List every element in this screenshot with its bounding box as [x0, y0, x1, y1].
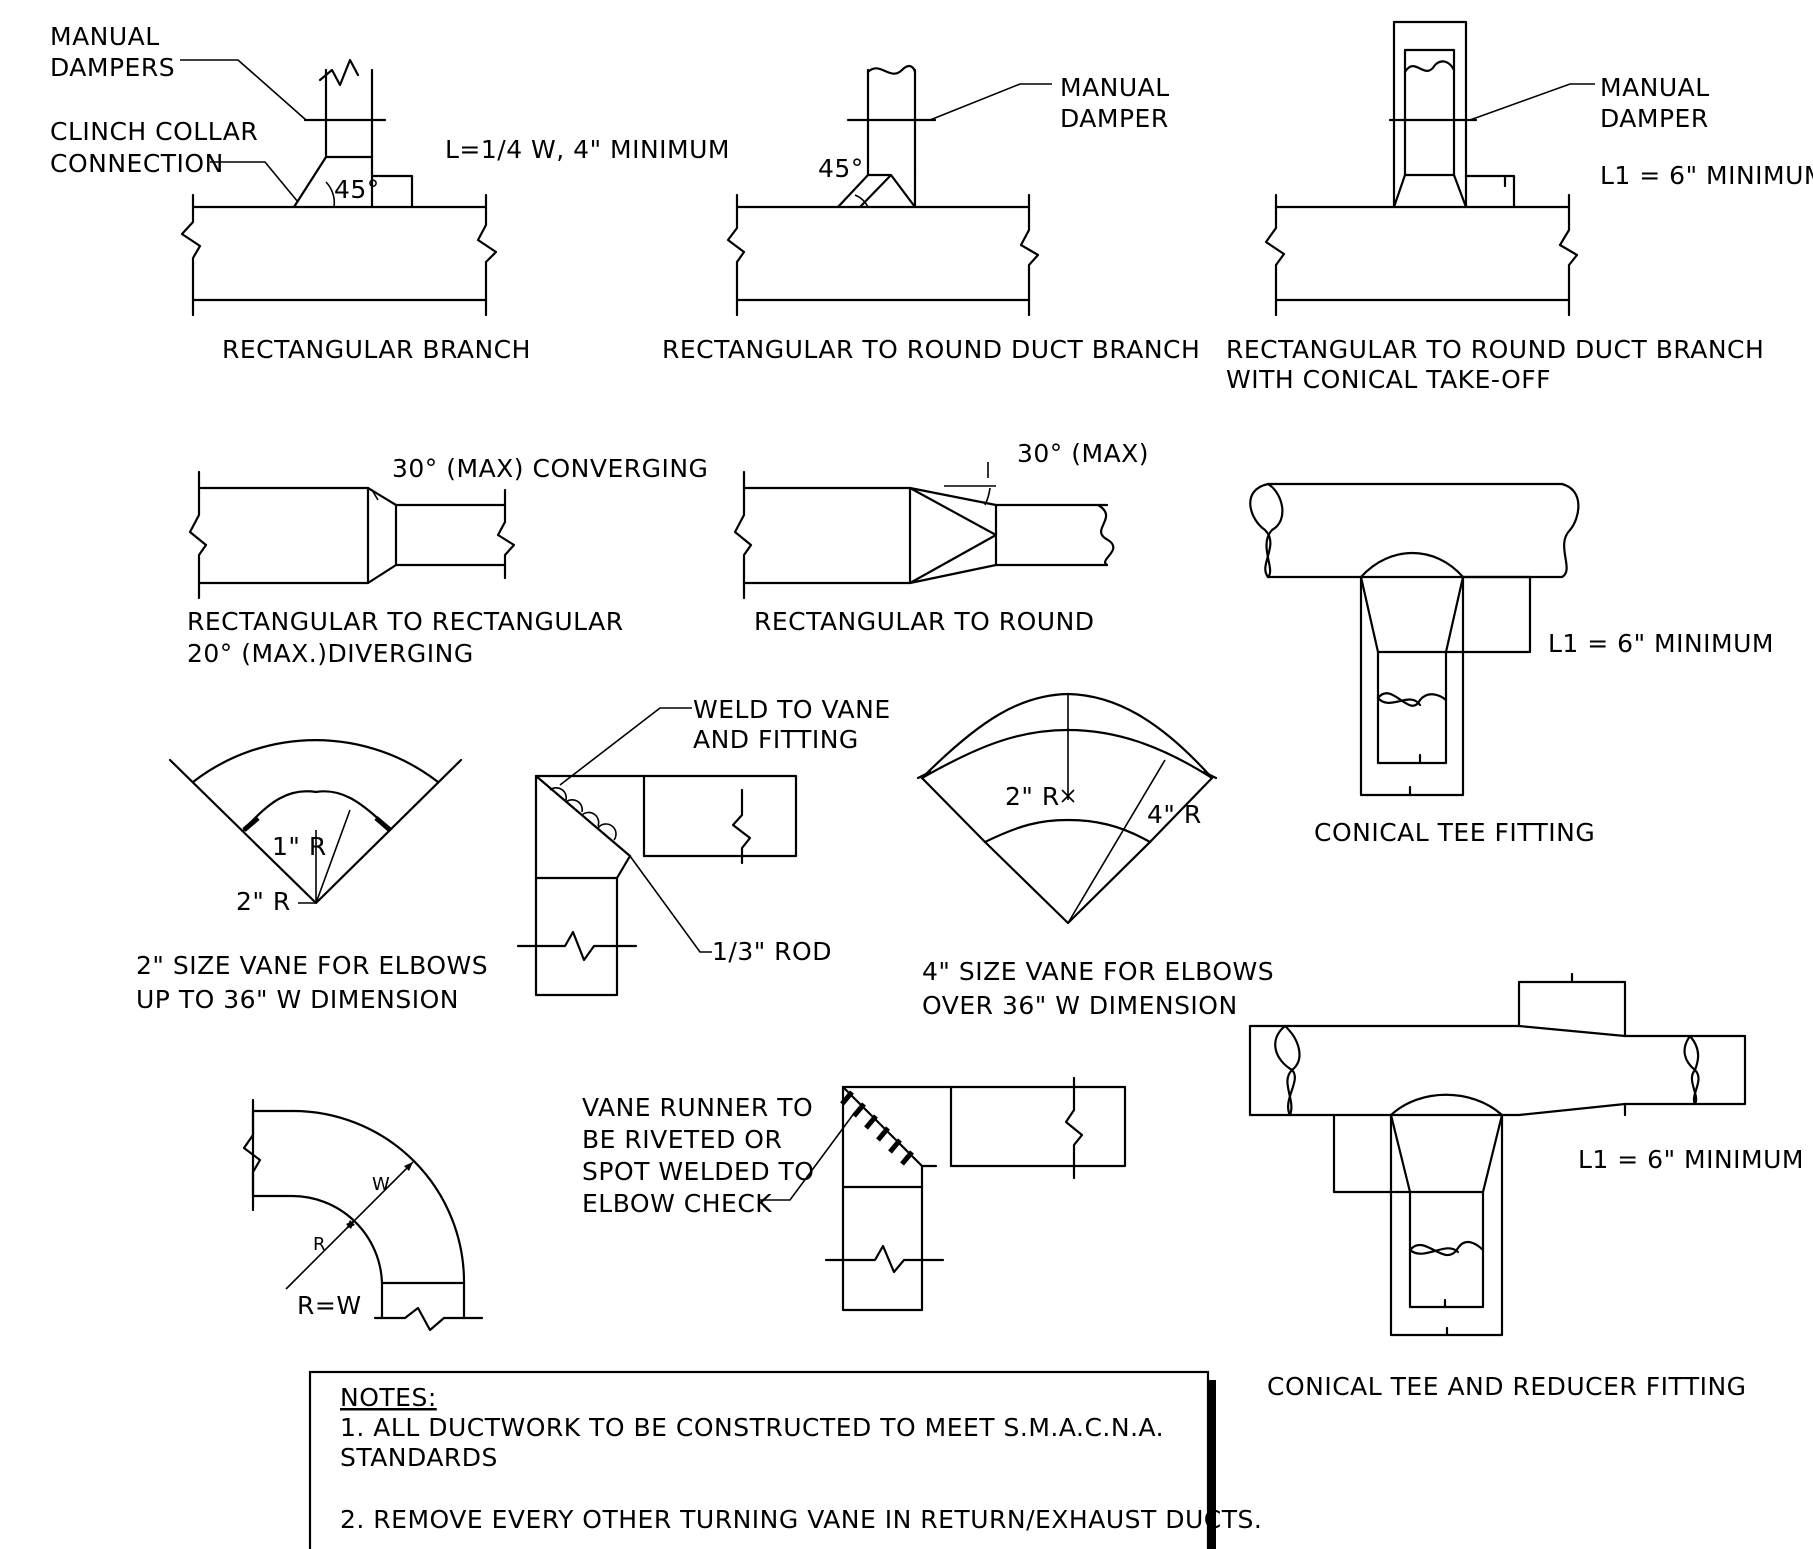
detail-title-conical-tee-reducer: CONICAL TEE AND REDUCER FITTING — [1267, 1372, 1747, 1401]
detail-title-conical-tee: CONICAL TEE FITTING — [1314, 818, 1595, 847]
rod-size-label: 1/3" ROD — [712, 937, 832, 966]
detail-title-conical-takeoff-line2: WITH CONICAL TAKE-OFF — [1226, 365, 1551, 394]
note-1-line1: 1. ALL DUCTWORK TO BE CONSTRUCTED TO MEE… — [340, 1413, 1164, 1442]
converging-angle-note: 30° (MAX) CONVERGING — [392, 454, 708, 483]
note-2: 2. REMOVE EVERY OTHER TURNING VANE IN RE… — [340, 1505, 1262, 1534]
note-1-line2: STANDARDS — [340, 1443, 498, 1472]
runner-callout-line2: BE RIVETED OR — [582, 1125, 782, 1154]
detail-title-4in-vane-line2: OVER 36" W DIMENSION — [922, 991, 1238, 1020]
takeoff-dimension-note: L1 = 6" MINIMUM — [1600, 161, 1813, 190]
clinch-collar-callout-line1: CLINCH COLLAR — [50, 117, 258, 146]
manual-dampers-callout-line2: DAMPERS — [50, 53, 175, 82]
runner-callout-line4: ELBOW CHECK — [582, 1189, 772, 1218]
branch-angle-label: 45° — [818, 154, 864, 183]
manual-damper-callout-line2: DAMPER — [1600, 104, 1709, 133]
outer-radius-label: 2" R — [236, 887, 291, 916]
max-angle-note: 30° (MAX) — [1017, 439, 1149, 468]
detail-4in-vane: 2" R 4" R 4" SIZE VANE FOR ELBOWS OVER 3… — [916, 692, 1274, 1020]
detail-conical-tee: L1 = 6" MINIMUM CONICAL TEE FITTING — [1249, 482, 1774, 847]
inner-radius-label: 1" R — [272, 832, 327, 861]
radius-equals-width-label: R=W — [297, 1291, 362, 1320]
detail-rectangular-branch: MANUAL DAMPERS CLINCH COLLAR CONNECTION … — [50, 22, 730, 364]
detail-runner-elbow: VANE RUNNER TO BE RIVETED OR SPOT WELDED… — [582, 1076, 1127, 1312]
notes-heading: NOTES: — [340, 1383, 437, 1412]
detail-2in-vane: 1" R 2" R 2" SIZE VANE FOR ELBOWS UP TO … — [136, 739, 488, 1014]
runner-callout-line1: VANE RUNNER TO — [582, 1093, 813, 1122]
detail-title-rectangular-branch: RECTANGULAR BRANCH — [222, 335, 531, 364]
clinch-collar-callout-line2: CONNECTION — [50, 149, 224, 178]
weld-callout-line1: WELD TO VANE — [693, 695, 891, 724]
manual-dampers-callout-line1: MANUAL — [50, 22, 160, 51]
detail-conical-takeoff: MANUAL DAMPER L1 = 6" MINIMUM RECTANGULA… — [1226, 20, 1813, 394]
manual-damper-callout-line2: DAMPER — [1060, 104, 1169, 133]
detail-title-rect-to-rect-line2: 20° (MAX.)DIVERGING — [187, 639, 474, 668]
outer-radius-label: 4" R — [1147, 800, 1202, 829]
width-label-w: W — [372, 1174, 390, 1195]
runner-callout-line3: SPOT WELDED TO — [582, 1157, 814, 1186]
detail-title-rect-to-round-branch: RECTANGULAR TO ROUND DUCT BRANCH — [662, 335, 1200, 364]
detail-title-conical-takeoff-line1: RECTANGULAR TO ROUND DUCT BRANCH — [1226, 335, 1764, 364]
detail-rect-to-rect: 30° (MAX) CONVERGING RECTANGULAR TO RECT… — [187, 454, 708, 668]
detail-rect-to-round-branch: MANUAL DAMPER 45° RECTANGULAR TO ROUND D… — [662, 64, 1200, 364]
tee-dimension-note: L1 = 6" MINIMUM — [1548, 629, 1774, 658]
inner-radius-label: 2" R — [1005, 782, 1060, 811]
branch-dimension-note: L=1/4 W, 4" MINIMUM — [445, 135, 730, 164]
manual-damper-callout-line1: MANUAL — [1060, 73, 1170, 102]
notes-box: NOTES: 1. ALL DUCTWORK TO BE CONSTRUCTED… — [308, 1370, 1262, 1549]
detail-title-rect-to-rect-line1: RECTANGULAR TO RECTANGULAR — [187, 607, 624, 636]
detail-conical-tee-reducer: L1 = 6" MINIMUM CONICAL TEE AND REDUCER … — [1248, 972, 1804, 1401]
branch-angle-label: 45° — [334, 175, 380, 204]
detail-welded-vane-elbow: WELD TO VANE AND FITTING 1/3" ROD — [516, 695, 891, 997]
manual-damper-callout-line1: MANUAL — [1600, 73, 1710, 102]
detail-rect-to-round: 30° (MAX) RECTANGULAR TO ROUND — [733, 439, 1149, 636]
detail-radius-elbow: W R R=W — [242, 1098, 484, 1332]
radius-label-r: R — [313, 1234, 326, 1255]
weld-callout-line2: AND FITTING — [693, 725, 859, 754]
detail-title-2in-vane-line2: UP TO 36" W DIMENSION — [136, 985, 459, 1014]
detail-title-rect-to-round: RECTANGULAR TO ROUND — [754, 607, 1095, 636]
tee-reducer-dimension-note: L1 = 6" MINIMUM — [1578, 1145, 1804, 1174]
detail-title-2in-vane-line1: 2" SIZE VANE FOR ELBOWS — [136, 951, 488, 980]
detail-title-4in-vane-line1: 4" SIZE VANE FOR ELBOWS — [922, 957, 1274, 986]
